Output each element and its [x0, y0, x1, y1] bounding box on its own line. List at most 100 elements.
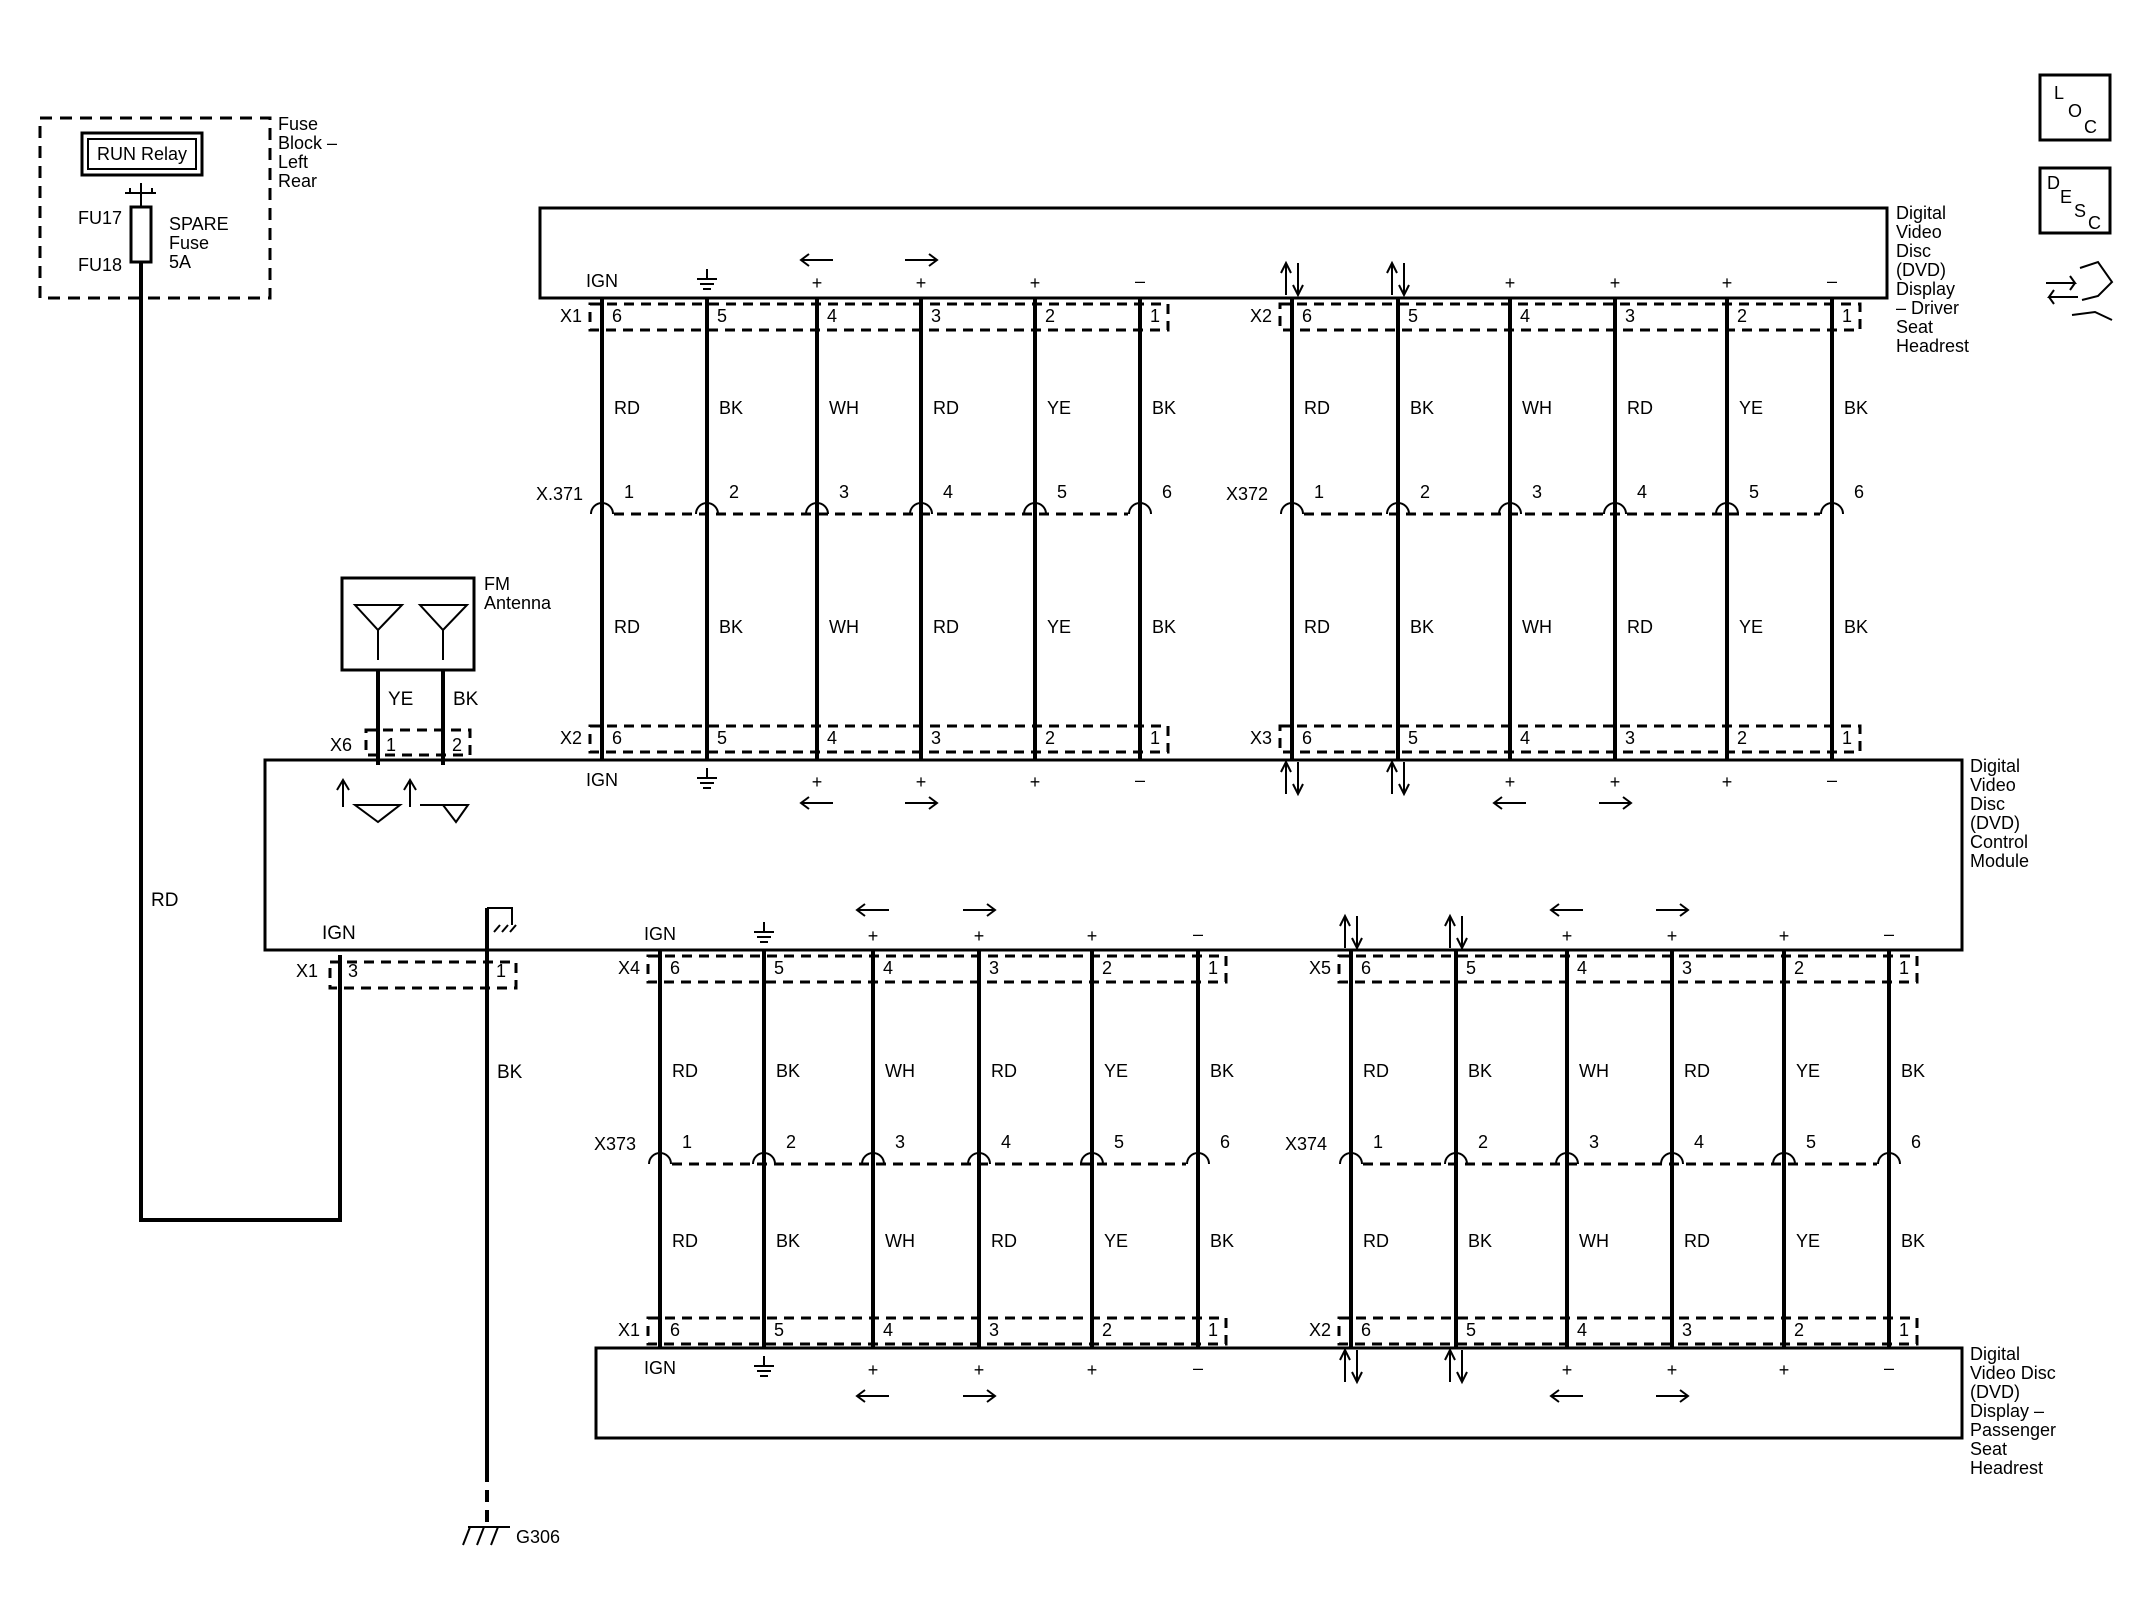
wire-color-label: RD [672, 1231, 698, 1251]
pin-number: 1 [682, 1132, 692, 1152]
arrow-right-icon [1599, 796, 1633, 810]
pin-number: 5 [1806, 1132, 1816, 1152]
pin-number: 4 [1637, 482, 1647, 502]
pin-number: 2 [1102, 958, 1112, 978]
pin-number: 3 [1682, 958, 1692, 978]
module-x1-label: X1 [296, 961, 318, 981]
inline-connector-label: X.371 [536, 484, 583, 504]
minus-symbol: – [1135, 770, 1145, 790]
plus-symbol: + [1505, 772, 1516, 792]
plus-symbol: + [1667, 926, 1678, 946]
bidirectional-arrow-icon [1386, 759, 1410, 797]
pin-number: 5 [717, 728, 727, 748]
inline-connector-pin [648, 1152, 672, 1165]
bidirectional-arrow-icon [1280, 260, 1304, 298]
connector-label-top: X5 [1309, 958, 1331, 978]
pin-number: 3 [895, 1132, 905, 1152]
bidirectional-arrow-icon [1339, 913, 1363, 951]
pin-number: 3 [1625, 306, 1635, 326]
minus-symbol: – [1135, 271, 1145, 291]
passenger-title-5: Passenger [1970, 1420, 2056, 1440]
pin-number: 2 [1045, 728, 1055, 748]
plus-symbol: + [812, 772, 823, 792]
inline-connector-pin [590, 502, 614, 515]
passenger-display-box [594, 1346, 1964, 1440]
desc-letter-s: S [2074, 201, 2086, 221]
wire-color-label: RD [1627, 617, 1653, 637]
pin-number: 5 [1466, 1320, 1476, 1340]
ground-symbol-icon [462, 1526, 510, 1546]
arrow-left-icon [855, 1389, 889, 1403]
wire-color-label: YE [1796, 1061, 1820, 1081]
inline-connector-pin [1080, 1152, 1104, 1165]
passenger-title-6: Seat [1970, 1439, 2007, 1459]
inline-connector-pin [1715, 502, 1739, 515]
inline-connector-pin [1498, 502, 1522, 515]
driver-title-8: Headrest [1896, 336, 1969, 356]
wire-color-label: WH [1579, 1231, 1609, 1251]
connector-label-bottom: X2 [560, 728, 582, 748]
pin-number: 6 [1302, 728, 1312, 748]
arrow-left-icon [799, 796, 833, 810]
inline-connector-pin [861, 1152, 885, 1165]
loc-letter-o: O [2068, 101, 2082, 121]
pin-number: 6 [612, 306, 622, 326]
pin-number: 3 [931, 306, 941, 326]
minus-symbol: – [1827, 271, 1837, 291]
pin-number: 3 [1682, 1320, 1692, 1340]
fuse-block: Fuse Block – Left Rear RUN Relay FU17 FU… [38, 114, 337, 300]
pin-number: 2 [1478, 1132, 1488, 1152]
pin-number: 6 [1302, 306, 1312, 326]
pin-number: 2 [1420, 482, 1430, 502]
driver-title-2: Video [1896, 222, 1942, 242]
inline-connector-pin [1128, 502, 1152, 515]
wire-color-label: BK [1410, 398, 1434, 418]
module-x1-pin-3: 3 [348, 961, 358, 981]
pin-number: 1 [1899, 958, 1909, 978]
driver-title-4: (DVD) [1896, 260, 1946, 280]
loc-icon[interactable]: L O C [2038, 73, 2112, 142]
loc-letter-c: C [2084, 117, 2097, 137]
arrow-right-icon [1656, 903, 1690, 917]
pin-number: 2 [729, 482, 739, 502]
module-title-5: Control [1970, 832, 2028, 852]
inline-connector-pin [1280, 502, 1304, 515]
plus-symbol: + [1779, 1360, 1790, 1380]
driver-title-1: Digital [1896, 203, 1946, 223]
wire-color-label: BK [1152, 398, 1176, 418]
connector-x3 [1278, 724, 1862, 754]
wire-color-label: YE [1104, 1061, 1128, 1081]
ground-icon [754, 1356, 774, 1377]
minus-symbol: – [1827, 770, 1837, 790]
pin-number: 3 [1589, 1132, 1599, 1152]
wire-color-label: BK [1844, 617, 1868, 637]
connector-label-bottom: X3 [1250, 728, 1272, 748]
inline-connector-pin [1555, 1152, 1579, 1165]
run-relay-outline [80, 131, 204, 177]
wire-color-label: BK [1901, 1231, 1925, 1251]
antenna-icon [352, 604, 405, 660]
x6-pin-1: 1 [386, 735, 396, 755]
wire-color-label: BK [1410, 617, 1434, 637]
relay-contact-symbol [125, 183, 156, 207]
desc-icon[interactable]: D E S C [2038, 166, 2112, 235]
arrow-right-icon [963, 1389, 997, 1403]
spare-fuse-label-1: SPARE [169, 214, 229, 234]
connector-label-bottom: X2 [1309, 1320, 1331, 1340]
arrow-left-icon [1492, 796, 1526, 810]
inline-connector-pin [1339, 1152, 1363, 1165]
wire-color-label: BK [719, 617, 743, 637]
wire-color-label: RD [1684, 1231, 1710, 1251]
pin-number: 2 [1794, 958, 1804, 978]
connector-end-view-icon[interactable] [2046, 260, 2114, 321]
connector-x5 [1337, 954, 1919, 984]
wire-color-label: RD [672, 1061, 698, 1081]
pin-number: 6 [1162, 482, 1172, 502]
plus-symbol: + [1562, 1360, 1573, 1380]
x6-pin-2: 2 [452, 735, 462, 755]
pin-number: 2 [1102, 1320, 1112, 1340]
pin-number: 2 [1737, 306, 1747, 326]
arrow-right-icon [963, 903, 997, 917]
feed-wire-color: RD [151, 890, 178, 911]
